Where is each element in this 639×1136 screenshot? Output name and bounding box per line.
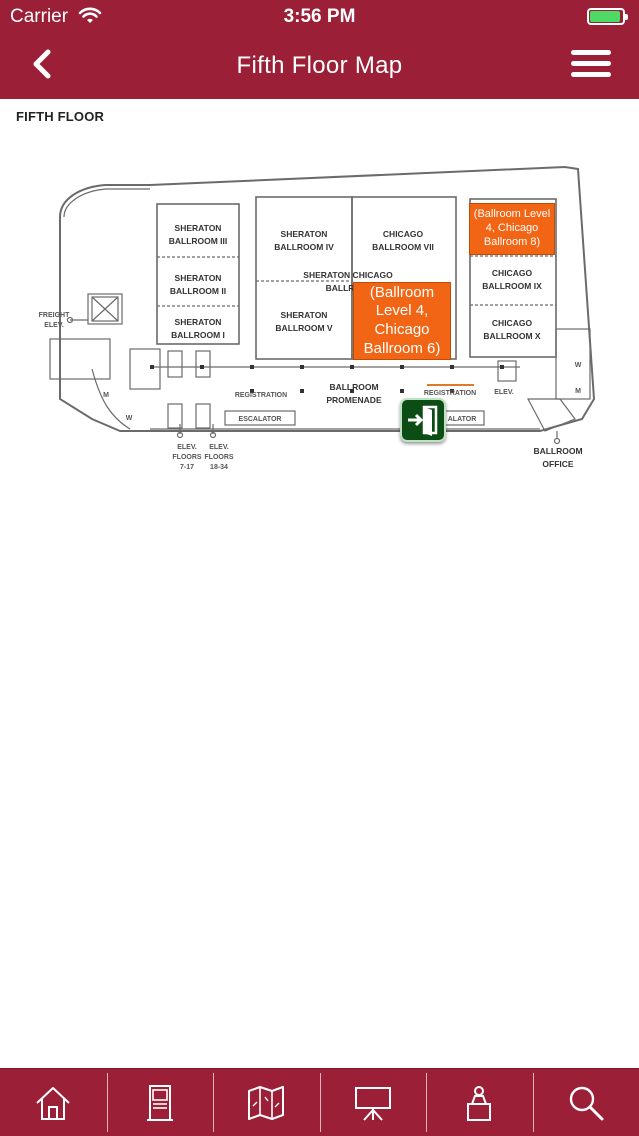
freight-elev-label-line1: FREIGHT: [39, 312, 70, 319]
promenade-label-line1: BALLROOM: [329, 382, 378, 392]
room-label-chicago-7-line2: BALLROOM VII: [372, 242, 434, 252]
tab-search[interactable]: [532, 1069, 639, 1136]
page-title: Fifth Floor Map: [236, 52, 403, 79]
carrier-label: Carrier: [10, 6, 69, 27]
elev-floors-2-line2: FLOORS: [204, 454, 233, 461]
back-button[interactable]: [24, 44, 64, 84]
room-label-sheraton-2-line2: BALLROOM II: [170, 286, 226, 296]
restroom-w-right-label: W: [575, 362, 582, 369]
battery-level-fill: [590, 11, 621, 22]
menu-button[interactable]: [571, 50, 611, 80]
room-label-sheraton-4-line2: BALLROOM IV: [274, 242, 334, 252]
room-label-sheraton-1-line1: SHERATON: [175, 317, 222, 327]
elev-floors-2-line1: ELEV.: [209, 444, 229, 451]
elev-right-label: ELEV.: [494, 389, 514, 396]
room-label-sheraton-chicago-line2: BALLR: [326, 283, 355, 293]
restroom-m-right-label: M: [575, 388, 581, 395]
chevron-left-icon: [33, 49, 51, 79]
top-bar: Carrier 3:56 PM Fifth Floor Map: [0, 0, 639, 99]
ballroom-office-label-line1: BALLROOM: [533, 446, 582, 456]
room-label-chicago-10-line1: CHICAGO: [492, 318, 533, 328]
ballroom-office-label-line2: OFFICE: [542, 459, 573, 469]
room-label-chicago-9-line1: CHICAGO: [492, 268, 533, 278]
room-label-sheraton-2-line1: SHERATON: [175, 273, 222, 283]
kiosk-icon: [146, 1084, 173, 1121]
room-label-chicago-7-line1: CHICAGO: [383, 229, 424, 239]
tab-home[interactable]: [0, 1069, 107, 1136]
presentation-icon: [354, 1086, 391, 1121]
room-label-sheraton-3-line1: SHERATON: [175, 223, 222, 233]
status-bar: Carrier 3:56 PM: [0, 0, 639, 34]
search-icon: [569, 1086, 604, 1120]
exit-door-icon[interactable]: [400, 398, 446, 442]
floor-plan-drawing: [49, 165, 596, 445]
hotspot-chicago-ballroom-6[interactable]: (Ballroom Level 4, Chicago Ballroom 6): [353, 282, 451, 360]
room-label-sheraton-4-line1: SHERATON: [281, 229, 328, 239]
room-label-sheraton-5-line2: BALLROOM V: [275, 323, 332, 333]
wifi-icon: [78, 7, 102, 23]
tab-bar: [0, 1068, 639, 1136]
room-label-sheraton-3-line2: BALLROOM III: [169, 236, 228, 246]
escalator-left-label: ESCALATOR: [239, 416, 282, 423]
floor-map[interactable]: FIFTH FLOOR: [0, 99, 639, 479]
status-time: 3:56 PM: [283, 6, 356, 27]
room-label-sheraton-1-line2: BALLROOM I: [171, 330, 225, 340]
registration-left-label: REGISTRATION: [235, 392, 287, 399]
registration-right-label: REGISTRATION: [424, 390, 476, 397]
floor-label: FIFTH FLOOR: [16, 109, 105, 124]
tab-kiosk[interactable]: [106, 1069, 214, 1136]
tab-map[interactable]: [213, 1069, 320, 1136]
map-icon: [248, 1085, 285, 1120]
elev-floors-1-line3: 7-17: [180, 464, 194, 471]
exit-door-glyph: [408, 405, 438, 436]
room-label-sheraton-chicago-line1: SHERATON CHICAGO: [303, 270, 393, 280]
hamburger-menu-icon: [571, 50, 611, 77]
freight-elev-label-line2: ELEV.: [44, 322, 64, 329]
promenade-label-line2: PROMENADE: [326, 395, 382, 405]
room-label-sheraton-5-line1: SHERATON: [281, 310, 328, 320]
hotspot-chicago-ballroom-8[interactable]: (Ballroom Level 4, Chicago Ballroom 8): [469, 203, 555, 255]
exhibitor-icon: [467, 1085, 492, 1121]
elev-floors-2-line3: 18-34: [210, 464, 228, 471]
tab-presentations[interactable]: [319, 1069, 427, 1136]
home-icon: [36, 1086, 70, 1120]
room-label-chicago-10-line2: BALLROOM X: [483, 331, 540, 341]
floor-plan-labels: SHERATON BALLROOM III SHERATON BALLROOM …: [39, 223, 583, 471]
restroom-m-label: M: [103, 392, 109, 399]
elev-floors-1-line2: FLOORS: [172, 454, 201, 461]
room-label-chicago-9-line2: BALLROOM IX: [482, 281, 542, 291]
escalator-right-label: ALATOR: [448, 416, 477, 423]
tab-exhibitors[interactable]: [426, 1069, 533, 1136]
restroom-w-label: W: [126, 415, 133, 422]
elev-floors-1-line1: ELEV.: [177, 444, 197, 451]
battery-icon: [587, 8, 628, 25]
